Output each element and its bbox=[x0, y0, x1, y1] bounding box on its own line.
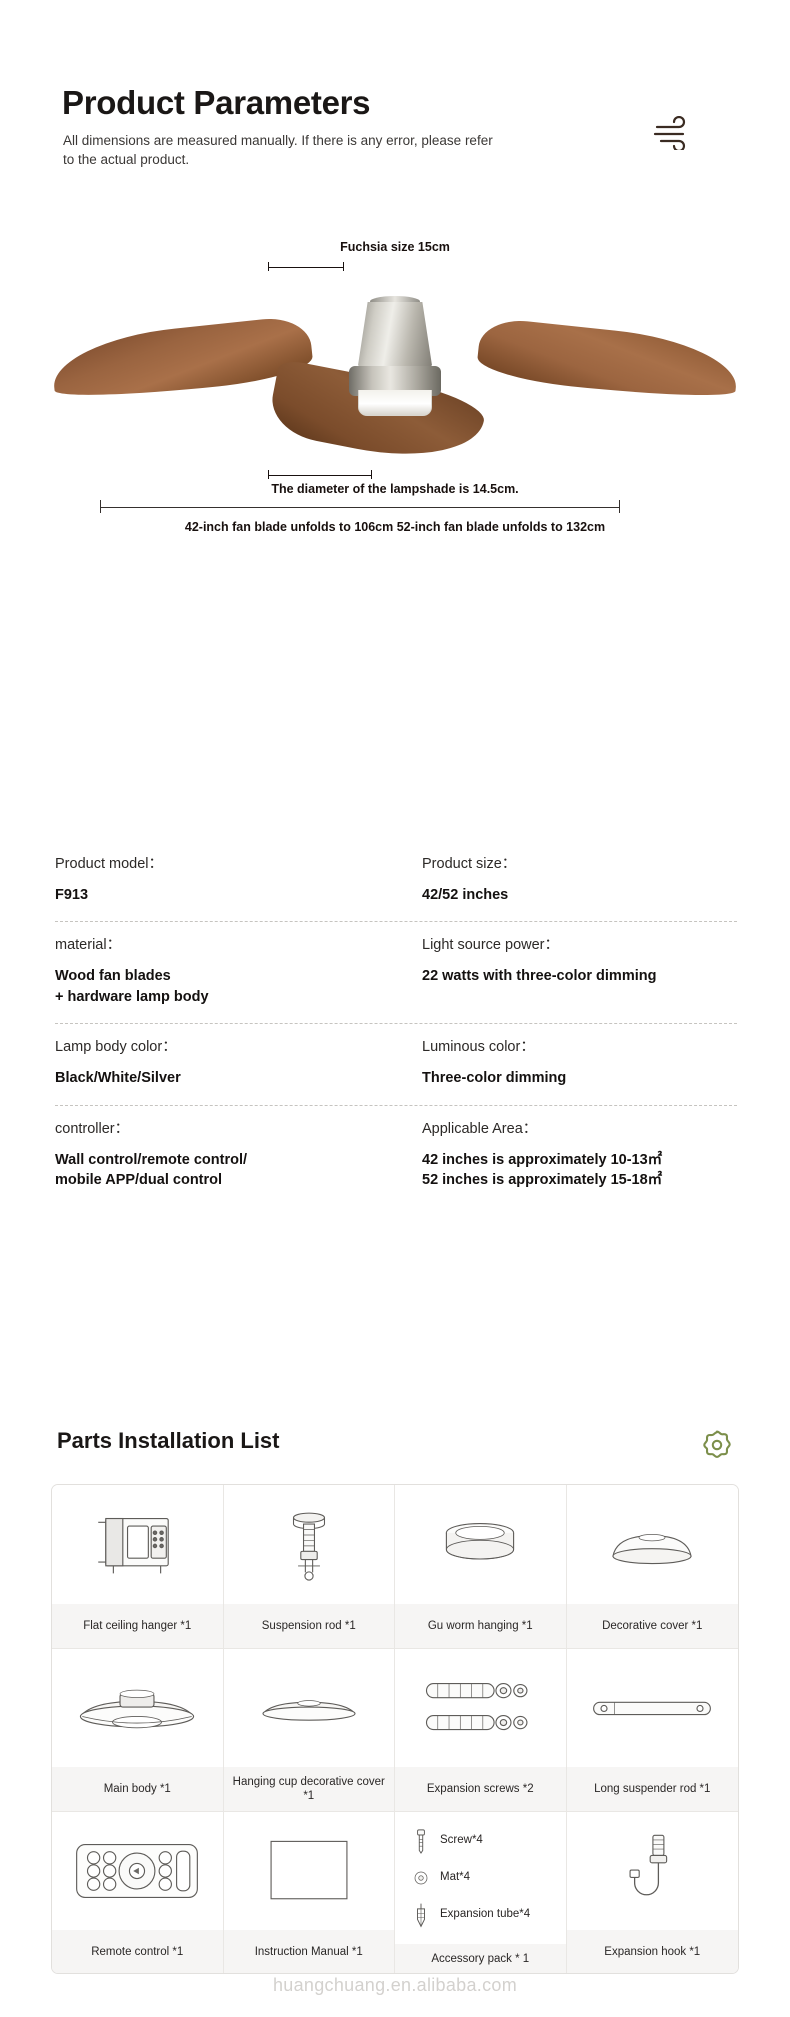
page-title: Product Parameters bbox=[62, 84, 371, 121]
blade-span-bracket bbox=[100, 500, 620, 513]
spec-row: Lamp body color： Black/White/Silver Lumi… bbox=[55, 1024, 737, 1106]
part-label: Instruction Manual *1 bbox=[223, 1930, 394, 1973]
fuchsia-dimension-bracket bbox=[268, 262, 344, 271]
spec-value: F913 bbox=[55, 886, 89, 903]
part-cell-accessory-pack[interactable]: Screw*4 Mat*4 bbox=[395, 1811, 567, 1973]
product-diagram: Fuchsia size 15cm The diameter of the la… bbox=[0, 232, 790, 562]
spec-value: 42/52 inches bbox=[422, 886, 509, 903]
part-label: Suspension rod *1 bbox=[223, 1604, 394, 1648]
watermark: huangchuang.en.alibaba.com bbox=[273, 1975, 517, 1995]
part-label: Hanging cup decorative cover *1 bbox=[223, 1767, 394, 1811]
part-cell-long-suspender-rod[interactable]: Long suspender rod *1 bbox=[566, 1648, 738, 1811]
accessory-pack-art: Screw*4 Mat*4 bbox=[395, 1812, 566, 1944]
spec-key: Lamp body color： bbox=[55, 1039, 177, 1056]
accessory-label: Mat*4 bbox=[440, 1871, 471, 1884]
page-header: Product Parameters All dimensions are me… bbox=[0, 84, 790, 169]
gear-icon bbox=[701, 1429, 733, 1461]
part-cell-instruction-manual[interactable]: Instruction Manual *1 bbox=[223, 1811, 395, 1973]
spec-row: controller： Wall control/remote control/… bbox=[55, 1106, 737, 1207]
washer-icon bbox=[411, 1863, 431, 1893]
gu-worm-hanging-art bbox=[395, 1485, 566, 1604]
part-cell-gu-worm-hanging[interactable]: Gu worm hanging *1 bbox=[395, 1485, 567, 1648]
spec-cell-material: material： Wood fan blades + hardware lam… bbox=[55, 936, 396, 1007]
blade-span-label: 42-inch fan blade unfolds to 106cm 52-in… bbox=[184, 520, 606, 534]
part-cell-flat-ceiling-hanger[interactable]: Flat ceiling hanger *1 bbox=[52, 1485, 224, 1648]
spec-value: 42 inches is approximately 10-13㎡ 52 inc… bbox=[422, 1151, 663, 1189]
long-suspender-rod-art bbox=[566, 1649, 738, 1767]
lampshade-diameter-label: The diameter of the lampshade is 14.5cm. bbox=[271, 482, 519, 496]
accessory-item: Mat*4 bbox=[411, 1863, 550, 1893]
part-label: Flat ceiling hanger *1 bbox=[52, 1604, 223, 1648]
suspension-rod-art bbox=[223, 1485, 394, 1604]
screw-icon bbox=[411, 1826, 431, 1856]
parts-grid-row: Flat ceiling hanger *1 bbox=[52, 1485, 738, 1648]
spec-cell-luminous-color: Luminous color： Three-color dimming bbox=[396, 1038, 737, 1088]
hanging-cup-cover-art bbox=[223, 1649, 394, 1767]
part-cell-hanging-cup-cover[interactable]: Hanging cup decorative cover *1 bbox=[223, 1648, 395, 1811]
ceiling-fan-illustration bbox=[0, 278, 790, 472]
page-subtitle: All dimensions are measured manually. If… bbox=[63, 132, 493, 167]
expansion-hook-art bbox=[566, 1812, 738, 1930]
spec-cell-size: Product size： 42/52 inches bbox=[396, 855, 737, 905]
expansion-screws-art bbox=[395, 1649, 566, 1767]
accessory-item: Expansion tube*4 bbox=[411, 1900, 550, 1930]
motor-top-cap bbox=[370, 296, 420, 307]
parts-grid: Flat ceiling hanger *1 bbox=[51, 1484, 739, 1974]
fuchsia-size-label: Fuchsia size 15cm bbox=[340, 240, 450, 254]
part-label: Expansion hook *1 bbox=[566, 1930, 738, 1973]
part-cell-expansion-screws[interactable]: Expansion screws *2 bbox=[395, 1648, 567, 1811]
spec-row: Product model： F913 Product size： 42/52 … bbox=[55, 855, 737, 923]
accessory-label: Screw*4 bbox=[440, 1834, 483, 1847]
part-cell-suspension-rod[interactable]: Suspension rod *1 bbox=[223, 1485, 395, 1648]
instruction-manual-art bbox=[223, 1812, 394, 1930]
part-cell-remote-control[interactable]: Remote control *1 bbox=[52, 1811, 224, 1973]
part-label: Expansion screws *2 bbox=[395, 1767, 566, 1811]
spec-cell-applicable-area: Applicable Area： 42 inches is approximat… bbox=[396, 1120, 737, 1191]
parts-grid-row: Remote control *1 Instruction Manual *1 bbox=[52, 1811, 738, 1973]
motor-housing bbox=[357, 302, 433, 372]
main-body-art bbox=[52, 1649, 223, 1767]
part-label: Main body *1 bbox=[52, 1767, 223, 1811]
parts-header: Parts Installation List bbox=[57, 1428, 733, 1468]
part-label: Gu worm hanging *1 bbox=[395, 1604, 566, 1648]
spec-key: controller： bbox=[55, 1120, 130, 1137]
remote-control-art bbox=[52, 1812, 223, 1930]
lampshade-dimension-bracket bbox=[268, 470, 372, 479]
flat-ceiling-hanger-art bbox=[52, 1485, 223, 1604]
accessory-item: Screw*4 bbox=[411, 1826, 550, 1856]
spec-key: Product model： bbox=[55, 856, 163, 872]
spec-cell-body-color: Lamp body color： Black/White/Silver bbox=[55, 1038, 396, 1088]
spec-value: Wall control/remote control/ mobile APP/… bbox=[55, 1151, 248, 1189]
part-label: Accessory pack * 1 bbox=[395, 1944, 566, 1973]
spec-key: Light source power： bbox=[422, 937, 560, 954]
accessory-label: Expansion tube*4 bbox=[440, 1908, 531, 1921]
fan-blade-right bbox=[475, 316, 741, 404]
lampshade bbox=[358, 390, 432, 416]
spec-key: Luminous color： bbox=[422, 1039, 535, 1056]
parts-title: Parts Installation List bbox=[57, 1428, 280, 1453]
spec-key: Product size： bbox=[422, 856, 517, 872]
wind-icon bbox=[649, 115, 697, 153]
spec-value: Three-color dimming bbox=[422, 1070, 567, 1087]
specifications-table: Product model： F913 Product size： 42/52 … bbox=[55, 855, 737, 1207]
part-label: Long suspender rod *1 bbox=[566, 1767, 738, 1811]
spec-cell-controller: controller： Wall control/remote control/… bbox=[55, 1120, 396, 1191]
part-cell-main-body[interactable]: Main body *1 bbox=[52, 1648, 224, 1811]
part-label: Remote control *1 bbox=[52, 1930, 223, 1973]
accessory-pack-list: Screw*4 Mat*4 bbox=[401, 1818, 560, 1938]
parts-grid-row: Main body *1 Hanging cup decorative cove… bbox=[52, 1648, 738, 1811]
decorative-cover-art bbox=[566, 1485, 738, 1604]
spec-cell-light-power: Light source power： 22 watts with three-… bbox=[396, 936, 737, 1007]
spec-value: Black/White/Silver bbox=[55, 1070, 181, 1087]
part-cell-decorative-cover[interactable]: Decorative cover *1 bbox=[566, 1485, 738, 1648]
spec-key: material： bbox=[55, 937, 122, 954]
spec-value: Wood fan blades + hardware lamp body bbox=[55, 968, 209, 1005]
spec-value: 22 watts with three-color dimming bbox=[422, 968, 657, 985]
expansion-tube-icon bbox=[411, 1900, 431, 1930]
spec-cell-model: Product model： F913 bbox=[55, 855, 396, 905]
spec-key: Applicable Area： bbox=[422, 1120, 538, 1137]
part-label: Decorative cover *1 bbox=[566, 1604, 738, 1648]
spec-row: material： Wood fan blades + hardware lam… bbox=[55, 922, 737, 1025]
part-cell-expansion-hook[interactable]: Expansion hook *1 bbox=[566, 1811, 738, 1973]
